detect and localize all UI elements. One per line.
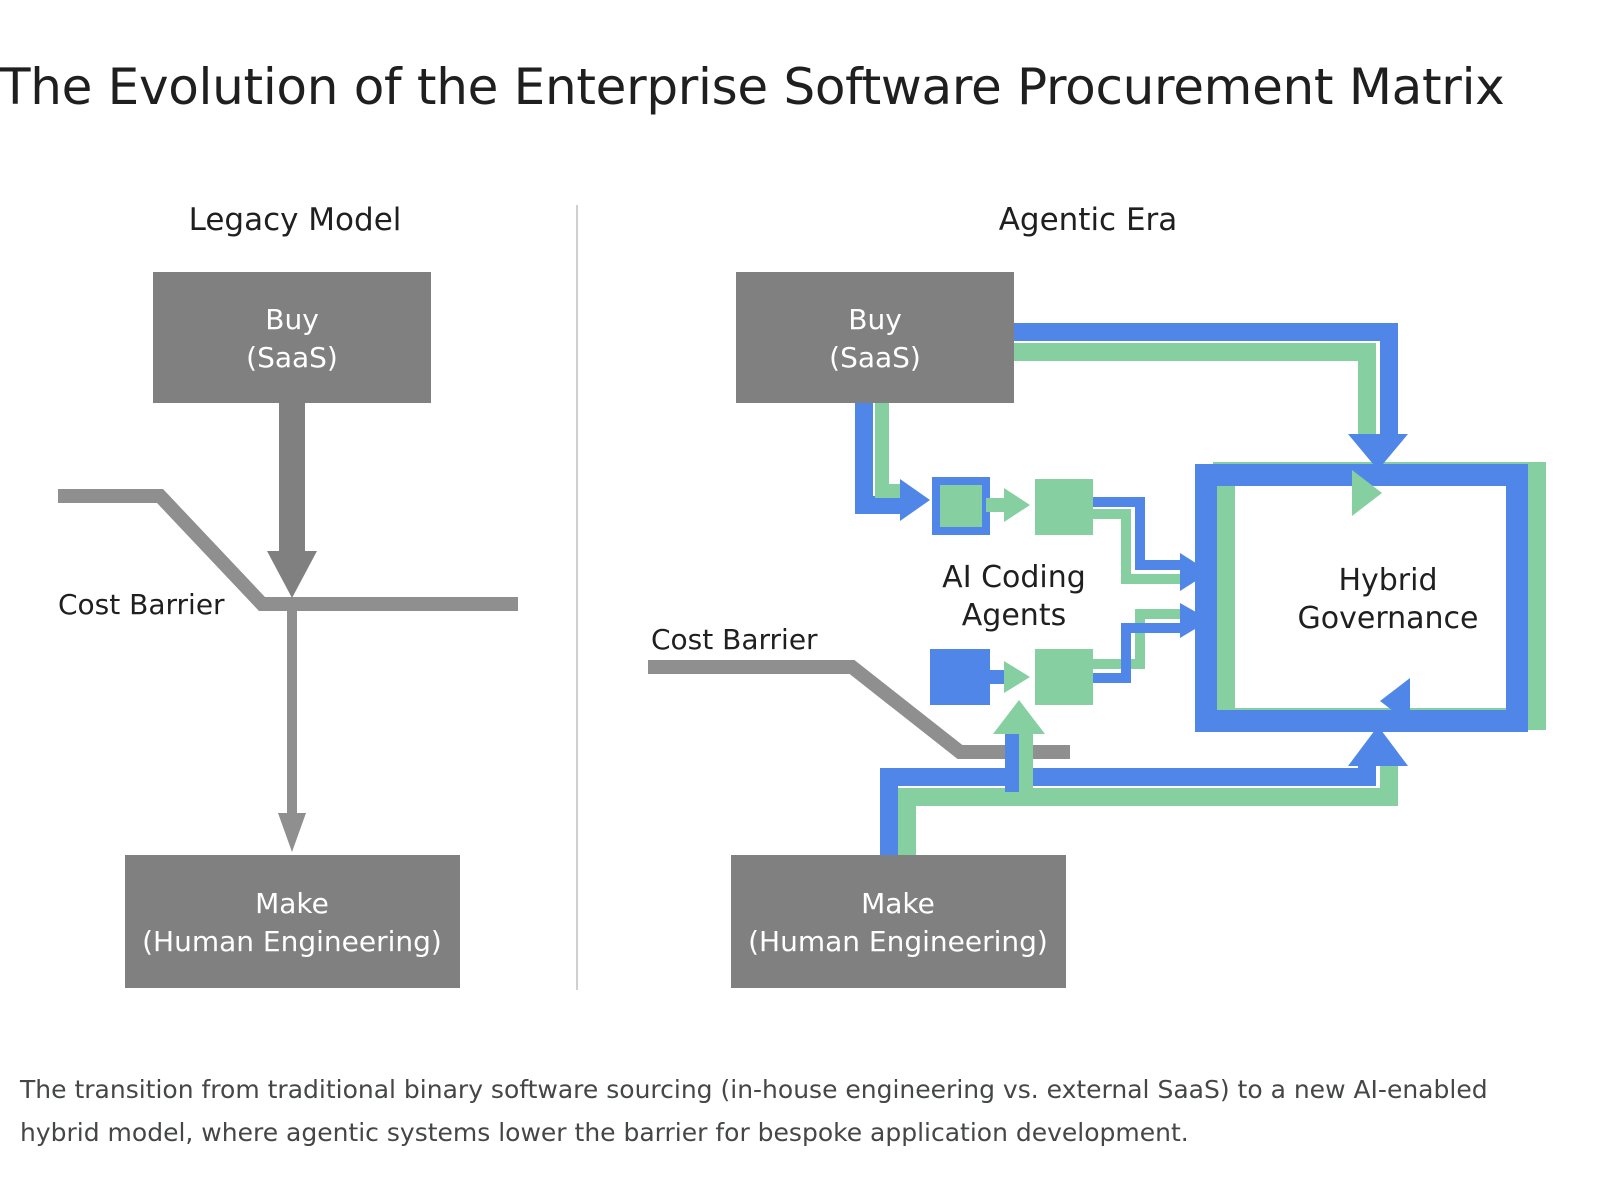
make-to-governance-blue xyxy=(880,760,1376,855)
legacy-buy-box: Buy (SaaS) xyxy=(153,272,431,403)
agentic-heading: Agentic Era xyxy=(999,202,1178,238)
agents-sublabel: Agents xyxy=(962,598,1066,633)
make-to-governance-green xyxy=(898,760,1398,855)
governance-loop-arrow-top xyxy=(1352,470,1382,516)
governance-sublabel: Governance xyxy=(1298,601,1479,636)
agents-upper-to-governance-green xyxy=(1093,509,1182,584)
governance-loop xyxy=(1195,462,1546,732)
agentic-make-box: Make (Human Engineering) xyxy=(731,855,1066,988)
agent-connector-bottom xyxy=(990,670,1006,684)
legacy-make-label: Make xyxy=(255,887,329,920)
buy-to-governance-arrow xyxy=(1348,434,1408,470)
legacy-make-arrow-shaft xyxy=(287,604,297,818)
agents-lower-to-governance xyxy=(1093,609,1182,669)
agentic-cost-barrier-label: Cost Barrier xyxy=(651,623,818,656)
agentic-make-label: Make xyxy=(861,887,935,920)
agent-arrow-top xyxy=(1004,488,1030,522)
agent-connector-top xyxy=(986,498,1006,512)
agentic-buy-sublabel: (SaaS) xyxy=(829,341,921,374)
buy-to-agents-arrow xyxy=(900,479,930,521)
agents-lower-arrow xyxy=(1180,603,1210,638)
legacy-buy-label: Buy xyxy=(265,303,319,336)
legacy-model-panel: Legacy Model Cost Barrier Buy (SaaS) Mak… xyxy=(58,202,518,988)
legacy-make-box: Make (Human Engineering) xyxy=(125,855,460,988)
agentic-make-sublabel: (Human Engineering) xyxy=(748,925,1048,958)
legacy-buy-arrow-shaft xyxy=(279,400,305,556)
legacy-cost-barrier-label: Cost Barrier xyxy=(58,588,225,621)
governance-label: Hybrid xyxy=(1338,563,1437,598)
governance-loop-arrow-bottom xyxy=(1380,678,1410,724)
agentic-era-panel: Agentic Era Cost Barrier Hybrid Governan… xyxy=(648,202,1546,988)
agent-block-top-right xyxy=(1035,479,1093,535)
figure-caption: The transition from traditional binary s… xyxy=(20,1075,1488,1147)
legacy-cost-barrier-line xyxy=(58,489,518,611)
agents-label: AI Coding xyxy=(942,560,1086,595)
agent-block-bottom-right xyxy=(1035,649,1093,705)
agents-lower-to-governance-blue xyxy=(1093,623,1182,683)
agents-upper-to-governance xyxy=(1093,497,1182,570)
legacy-buy-sublabel: (SaaS) xyxy=(246,341,338,374)
procurement-diagram: Legacy Model Cost Barrier Buy (SaaS) Mak… xyxy=(58,202,1546,990)
buy-to-governance-green xyxy=(1010,343,1376,440)
legacy-heading: Legacy Model xyxy=(189,202,402,238)
agent-block-bottom-left xyxy=(930,649,990,705)
buy-to-agents-blue xyxy=(855,400,906,514)
make-to-agents-blue xyxy=(1005,730,1019,792)
agent-block-top-left xyxy=(932,477,990,535)
agentic-buy-label: Buy xyxy=(848,303,902,336)
legacy-make-arrow-head xyxy=(278,813,306,852)
buy-to-agents-green xyxy=(875,400,906,498)
page-title: The Evolution of the Enterprise Software… xyxy=(0,58,1505,116)
legacy-make-sublabel: (Human Engineering) xyxy=(142,925,442,958)
make-to-agents-arrow xyxy=(993,700,1045,734)
make-to-governance-arrow xyxy=(1348,726,1408,766)
buy-to-governance-blue xyxy=(1010,323,1398,440)
agent-arrow-bottom xyxy=(1004,661,1030,693)
make-to-agents-green xyxy=(1019,730,1033,792)
agentic-buy-box: Buy (SaaS) xyxy=(736,272,1014,403)
legacy-buy-arrow-head xyxy=(267,551,317,598)
agents-upper-arrow xyxy=(1180,553,1210,591)
